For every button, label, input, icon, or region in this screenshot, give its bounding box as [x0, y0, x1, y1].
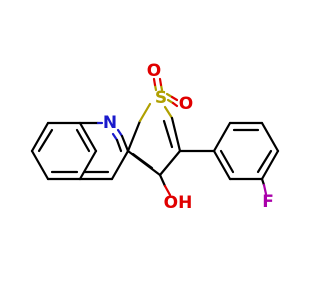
oxygen-right-label: O [179, 94, 193, 114]
thiophene-ring [126, 102, 182, 177]
sulfur-label: S [155, 88, 167, 108]
pyridine-ring [78, 121, 130, 181]
oxygen-top-label: O [147, 61, 161, 81]
fluorine-bond [260, 177, 268, 196]
fluorine-label: F [262, 192, 274, 212]
nitrogen-label: N [103, 113, 117, 133]
hydroxyl-label: OH [164, 193, 193, 213]
hydroxyl-bond [158, 173, 172, 197]
benzene-ring-left [30, 121, 98, 181]
sulfonyl-bonds [152, 77, 179, 108]
chemical-structure: N S O O OH F [30, 61, 280, 213]
fluorophenyl-ring [212, 121, 280, 181]
